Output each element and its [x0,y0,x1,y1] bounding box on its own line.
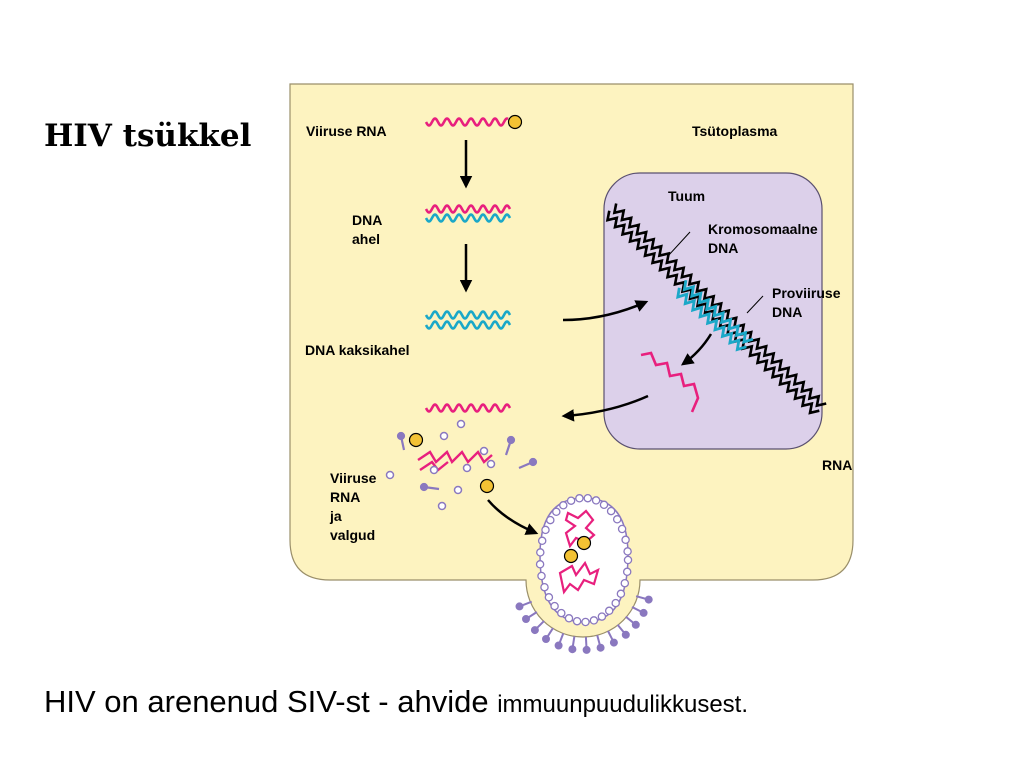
label-rna-proteins-3: ja [329,508,342,524]
rna-and-proteins [385,419,538,511]
membrane-lipid [537,571,546,581]
label-double-strand: DNA kaksikahel [305,342,410,358]
membrane-lipid [546,515,555,525]
membrane-lipid [589,616,599,625]
membrane-lipid [559,501,568,510]
label-dna-strand-2: ahel [352,231,380,247]
membrane-lipid [550,601,559,611]
membrane-lipid [544,593,554,602]
label-provirus-1: Proviiruse [772,285,841,301]
budding-virion [515,493,653,654]
label-chromosomal-1: Kromosomaalne [708,221,818,237]
membrane-lipid [616,589,626,599]
membrane-lipid [599,500,609,510]
arrow-assembly [487,499,539,535]
envelope-spike-head [542,635,550,643]
membrane-lipid [572,616,582,626]
envelope-spike-head [515,602,524,611]
membrane-lipid [620,578,630,588]
arrow-transcription [680,333,713,366]
envelope-spike-head [522,615,530,623]
membrane-lipid [581,617,590,627]
membrane-lipid [552,507,561,517]
rna-cap-icon [507,114,523,130]
arrow-export [561,394,649,422]
label-rna: RNA [822,457,852,473]
label-rna-proteins-2: RNA [330,489,360,505]
membrane-lipid [583,493,593,503]
membrane-lipid [611,598,620,608]
envelope-spike-head [644,595,653,604]
membrane-lipid [536,548,545,557]
caption-small: immuunpuudulikkusest. [497,691,749,718]
label-chromosomal-2: DNA [708,240,738,256]
membrane-lipid [540,582,549,592]
membrane-lipid [623,555,633,565]
envelope-spike-head [554,641,563,650]
membrane-lipid [575,494,584,503]
membrane-lipid [597,612,607,621]
envelope-spike-head [582,645,591,654]
rna-dna-hybrid [424,204,512,223]
pointer-provirus [746,295,764,314]
envelope-spike-head [596,643,605,652]
label-provirus-2: DNA [772,304,802,320]
membrane-lipid [557,608,566,618]
label-cytoplasm: Tsütoplasma [692,123,778,139]
membrane-lipid [621,535,630,545]
envelope-spike-head [639,608,648,617]
double-strand-dna [424,310,512,330]
label-rna-proteins-1: Viiruse [330,470,377,486]
pointer-chromosomal [667,231,691,257]
membrane-lipid [537,536,547,546]
membrane-lipid [617,524,627,534]
envelope-spike-head [631,620,640,629]
membrane-lipid [612,515,622,524]
arrow-integration [562,300,649,322]
chromosomal-dna [605,203,827,415]
envelope-spike-head [621,630,630,639]
envelope-spike-head [609,638,618,647]
membrane-lipid [606,506,616,516]
viral-rna-strand [424,114,523,130]
slide-caption: HIV on arenenud SIV-st - ahvide immuunpu… [44,684,748,720]
membrane-lipid [591,496,601,505]
membrane-lipid [541,525,550,535]
envelope-spike-head [568,645,577,654]
exported-rna [424,403,512,413]
label-nucleus: Tuum [668,188,705,204]
membrane-lipid [623,547,632,556]
membrane-lipid [566,496,576,505]
membrane-lipid [622,567,632,577]
nuclear-rna [640,351,700,413]
label-viral-rna: Viiruse RNA [306,123,387,139]
caption-main: HIV on arenenud SIV-st - ahvide [44,684,498,719]
envelope-spike-head [530,626,539,635]
membrane-lipid [564,614,574,623]
membrane-lipid [604,606,614,616]
slide-title: HIV tsükkel [44,118,252,154]
membrane-lipid [535,560,545,569]
label-rna-proteins-4: valgud [330,527,375,543]
label-dna-strand-1: DNA [352,212,382,228]
